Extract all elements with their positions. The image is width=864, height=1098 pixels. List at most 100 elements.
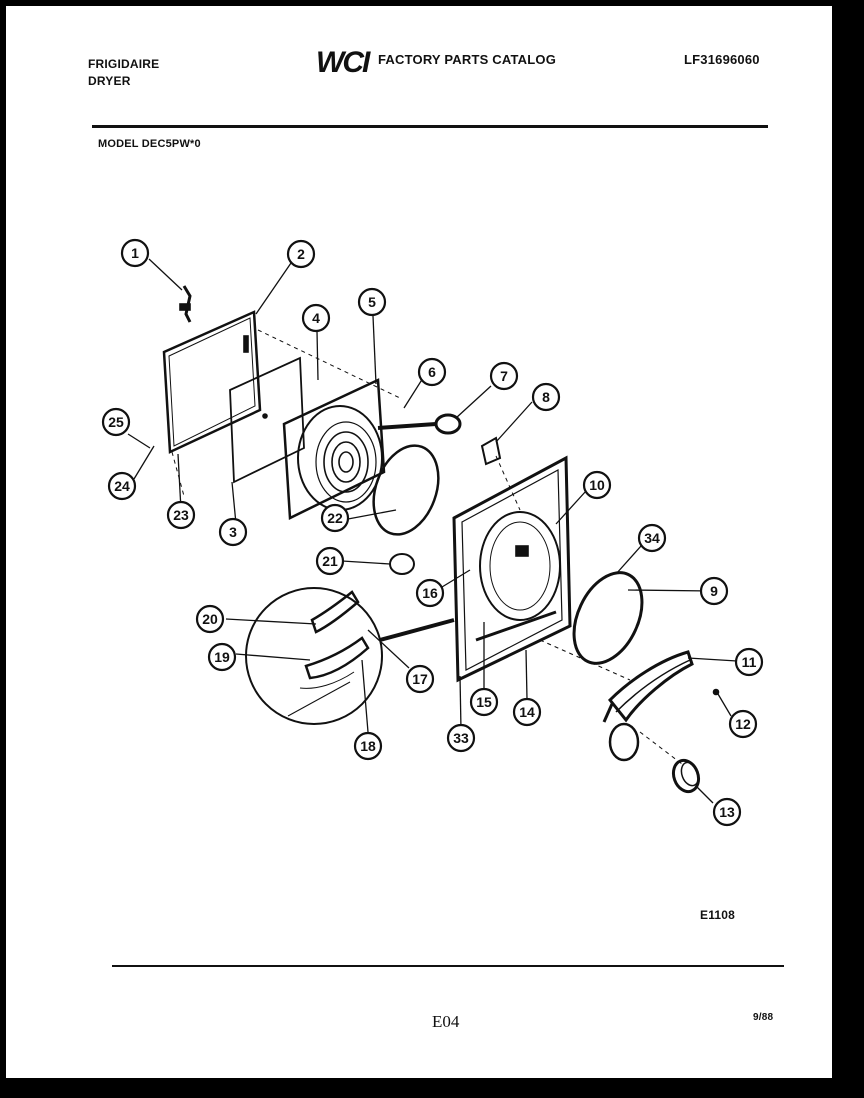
callout-2: 2 [286,239,316,269]
catalog-page [6,6,832,1078]
part-1-hinge-pin [179,285,192,323]
product-type: DRYER [88,74,131,88]
callout-33: 33 [446,723,476,753]
catalog-title: FACTORY PARTS CATALOG [378,52,557,67]
callout-bubble [728,709,758,739]
publication-number: LF31696060 [684,52,760,67]
header-rule [92,125,768,128]
model-label: MODEL DEC5PW*0 [98,138,201,150]
callout-bubble [207,642,237,672]
callout-12: 12 [728,709,758,739]
callout-11: 11 [734,647,764,677]
callout-bubble [195,604,225,634]
part-13-bearing [671,758,701,794]
callout-label: 15 [476,694,492,710]
leader-lines [127,258,738,804]
callout-15: 15 [469,687,499,717]
callout-6: 6 [417,357,447,387]
callout-bubble [582,470,612,500]
callout-4: 4 [301,303,331,333]
callout-bubble [301,303,331,333]
part-10-front-panel [452,455,572,683]
callout-label: 21 [322,553,338,569]
detail-inset [245,587,455,725]
callout-bubble [734,647,764,677]
callout-bubble [120,238,150,268]
callout-bubble [218,517,248,547]
callout-label: 23 [173,507,189,523]
callout-label: 13 [719,804,735,820]
part-22-door-seal [372,444,440,536]
part-5-door-inner [282,378,386,520]
callout-18: 18 [353,731,383,761]
callout-25: 25 [101,407,131,437]
callout-label: 33 [453,730,469,746]
callout-bubble [101,407,131,437]
callout-10: 10 [582,470,612,500]
callout-label: 18 [360,738,376,754]
callout-label: 10 [589,477,605,493]
callout-bubble [357,287,387,317]
callout-label: 5 [368,294,376,310]
part-2-door-panel [162,310,262,454]
part-11-bearing-bracket [602,650,694,762]
callout-label: 24 [114,478,130,494]
callout-label: 1 [131,245,139,261]
callout-bubble [315,546,345,576]
brand-block: FRIGIDAIRE DRYER [88,56,159,90]
callout-label: 20 [202,611,218,627]
callout-bubble [699,576,729,606]
callout-bubble [405,664,435,694]
callout-8: 8 [531,382,561,412]
callout-label: 14 [519,704,535,720]
part-3-inner-panel [229,356,305,484]
callout-label: 6 [428,364,436,380]
callout-23: 23 [166,500,196,530]
callout-bubble [446,723,476,753]
callout-label: 25 [108,414,124,430]
footer-rule [112,965,784,967]
callout-13: 13 [712,797,742,827]
callout-14: 14 [512,697,542,727]
callout-bubble [531,382,561,412]
callout-34: 34 [637,523,667,553]
callout-1: 1 [120,238,150,268]
part-21-knob [389,553,415,575]
callout-bubble [489,361,519,391]
part-8-strike [480,436,502,466]
diagram-code: E1108 [700,908,736,922]
callout-label: 19 [214,649,230,665]
callout-label: 4 [312,310,320,326]
callout-3: 3 [218,517,248,547]
callout-label: 22 [327,510,343,526]
callout-bubble [286,239,316,269]
callout-16: 16 [415,578,445,608]
callout-bubble [107,471,137,501]
date-code: 9/88 [753,1012,774,1023]
callout-label: 11 [742,654,757,670]
callout-bubble [320,503,350,533]
callout-17: 17 [405,664,435,694]
callout-bubble [415,578,445,608]
callout-7: 7 [489,361,519,391]
callout-22: 22 [320,503,350,533]
callout-bubble [712,797,742,827]
callout-label: 9 [710,583,718,599]
callout-bubble [637,523,667,553]
callout-bubble [353,731,383,761]
callout-5: 5 [357,287,387,317]
callout-label: 34 [644,530,660,546]
callout-label: 16 [422,585,438,601]
wci-logo: WCI [316,46,370,79]
callout-label: 8 [542,389,550,405]
part-12-screw [712,688,720,696]
callout-9: 9 [699,576,729,606]
callout-label: 7 [500,368,508,384]
callout-bubble [512,697,542,727]
callout-label: 12 [735,716,751,732]
callout-label: 2 [297,246,305,262]
callout-20: 20 [195,604,225,634]
callout-bubble [417,357,447,387]
